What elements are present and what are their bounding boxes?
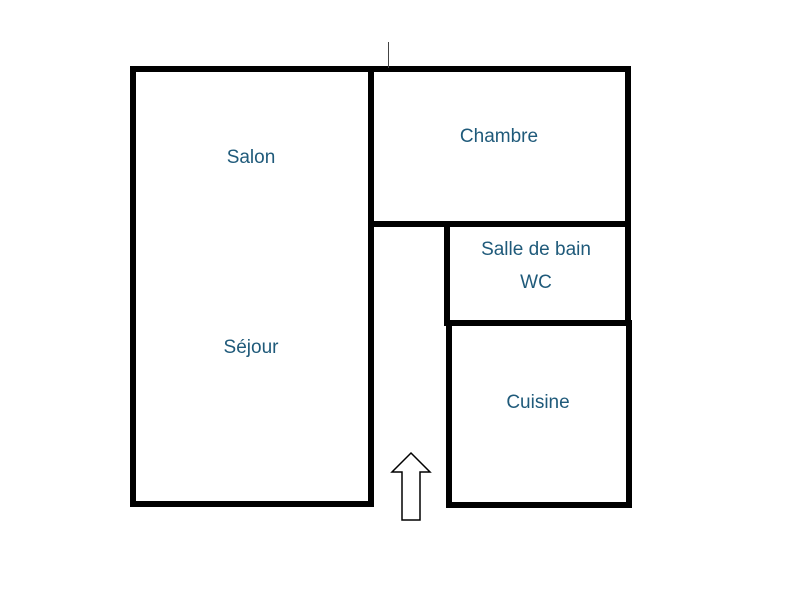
wall-kitchen-left (446, 320, 452, 508)
room-label-sejour: Séjour (223, 337, 279, 358)
wall-bottom-left (130, 501, 373, 507)
wall-top-left (130, 66, 373, 72)
arrow-up-outline-icon (390, 451, 432, 521)
wall-bath-bottom (444, 320, 631, 326)
wall-top-right (368, 66, 631, 72)
room-label-salon: Salon (226, 147, 276, 168)
wall-left (130, 66, 136, 507)
room-label-salle-de-bain: Salle de bain (481, 239, 591, 260)
wall-kitchen-right (626, 320, 632, 508)
wall-chambre-bottom (368, 221, 631, 227)
room-label-chambre: Chambre (459, 126, 539, 147)
wall-bath-left (444, 221, 450, 326)
wall-salon-right (368, 66, 374, 507)
room-label-wc: WC (520, 272, 552, 293)
wall-kitchen-bottom (446, 502, 632, 508)
tick-mark (388, 42, 389, 68)
wall-right-upper (625, 66, 631, 326)
room-label-cuisine: Cuisine (506, 392, 570, 413)
